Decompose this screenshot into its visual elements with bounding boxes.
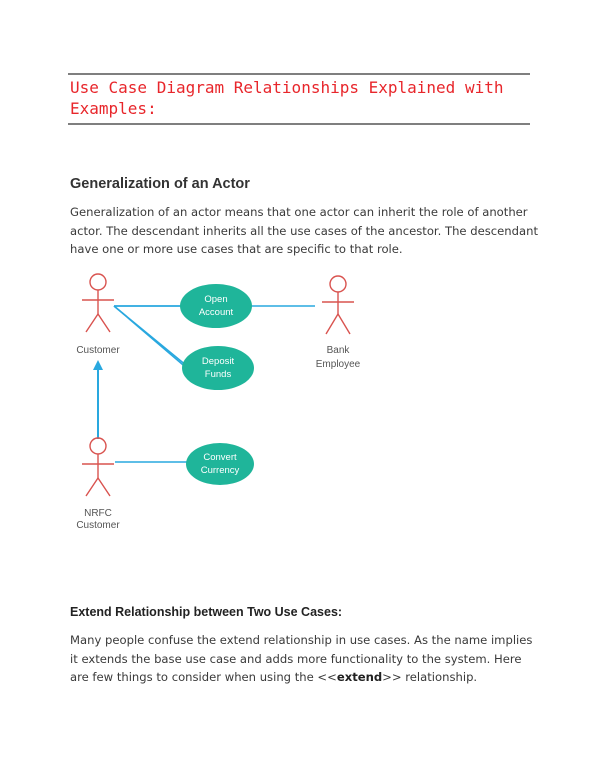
generalization-arrowhead bbox=[93, 360, 103, 370]
use-case-open-account: Open Account bbox=[180, 284, 252, 328]
actor-nrfc-customer-label-line1: NRFC bbox=[84, 508, 112, 519]
use-case-deposit-funds: Deposit Funds bbox=[182, 346, 254, 390]
actor-nrfc-customer-label-line2: Customer bbox=[76, 520, 120, 531]
paragraph-extend-keyword: extend bbox=[336, 670, 383, 684]
actor-customer-label: Customer bbox=[76, 345, 120, 356]
use-case-open-account-line2: Account bbox=[199, 307, 234, 318]
section-heading-generalization: Generalization of an Actor bbox=[70, 176, 250, 192]
title-top-rule bbox=[68, 73, 530, 75]
title-bottom-rule bbox=[68, 123, 530, 125]
paragraph-extend: Many people confuse the extend relations… bbox=[70, 631, 540, 687]
use-case-deposit-funds-line2: Funds bbox=[205, 369, 232, 380]
actor-nrfc-customer bbox=[82, 437, 114, 497]
paragraph-extend-text-after: >> relationship. bbox=[382, 670, 478, 684]
use-case-convert-currency-line1: Convert bbox=[203, 452, 237, 463]
use-case-convert-currency-line2: Currency bbox=[201, 465, 240, 476]
use-case-deposit-funds-line1: Deposit bbox=[202, 356, 235, 367]
section-heading-extend: Extend Relationship between Two Use Case… bbox=[70, 605, 343, 619]
actor-customer bbox=[82, 273, 114, 333]
paragraph-extend-text-before: Many people confuse the extend relations… bbox=[70, 633, 533, 684]
document-title: Use Case Diagram Relationships Explained… bbox=[70, 78, 504, 118]
use-case-open-account-line1: Open bbox=[204, 294, 227, 305]
actor-bank-employee-label-line1: Bank bbox=[327, 345, 351, 356]
paragraph-generalization: Generalization of an actor means that on… bbox=[70, 205, 538, 256]
actor-bank-employee-label-line2: Employee bbox=[316, 359, 361, 370]
use-case-convert-currency: Convert Currency bbox=[186, 443, 254, 485]
actor-bank-employee bbox=[322, 275, 354, 335]
use-case-diagram: Customer Bank Employee NRFC Customer Ope… bbox=[76, 273, 361, 531]
